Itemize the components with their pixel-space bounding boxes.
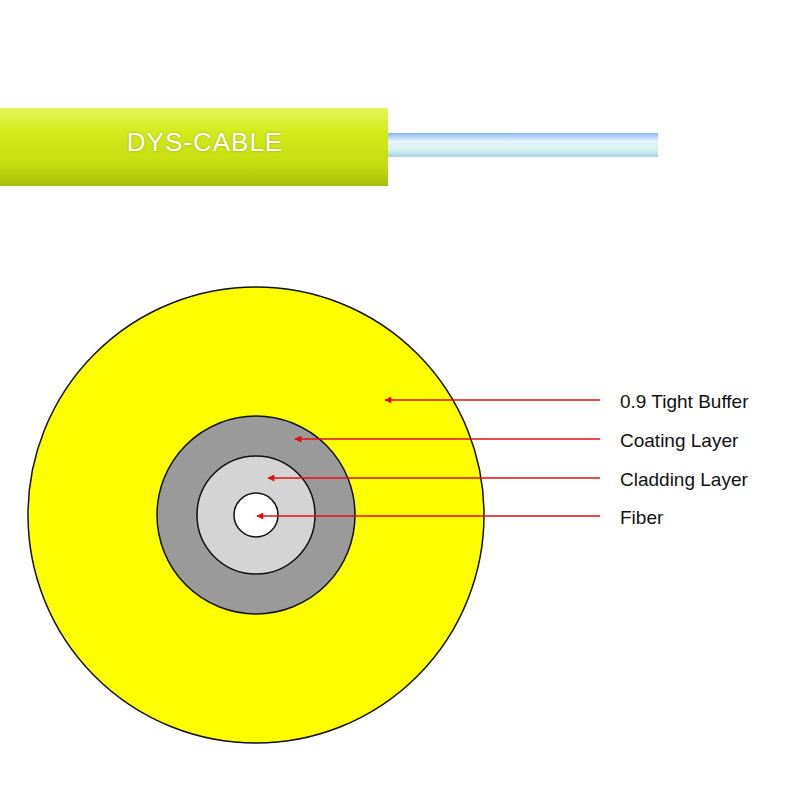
fiber-core — [234, 493, 278, 537]
part-label: 0.9 Tight Buffer — [620, 392, 749, 411]
part-label: Fiber — [620, 508, 663, 527]
leader-line — [268, 477, 600, 479]
part-label: Coating Layer — [620, 431, 738, 450]
leader-line — [257, 515, 600, 517]
cable-print: DYS-CABLE — [127, 129, 283, 155]
tight-buffer — [28, 287, 484, 743]
leader-line — [295, 438, 600, 440]
cable-jacket — [0, 108, 388, 186]
fiber-strand — [386, 133, 658, 157]
leader-line — [385, 399, 600, 401]
coating-layer — [157, 416, 355, 614]
part-label: Cladding Layer — [620, 470, 748, 489]
cladding-layer — [197, 456, 315, 574]
